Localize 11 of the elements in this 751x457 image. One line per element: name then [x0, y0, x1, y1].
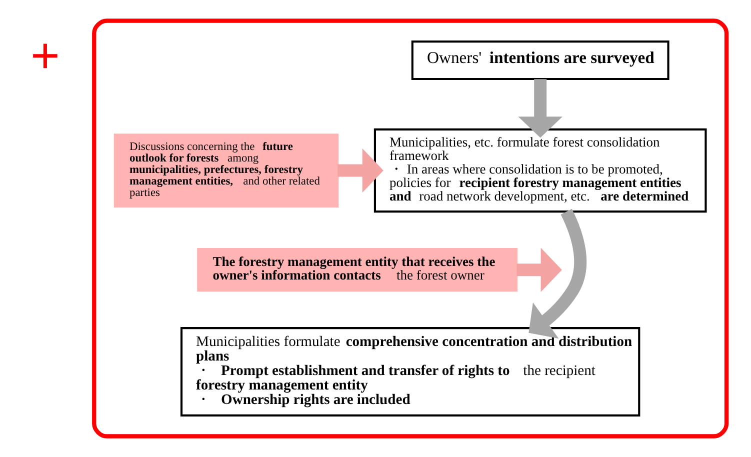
node-box: Municipalities, etc. formulate forest consolidation framework ・ In areas where consolidation is to be promoted, policies for recipient forestry management entities and road network development, etc. are determined — [373, 128, 706, 213]
arrow — [337, 148, 383, 193]
node-box: Municipalities formulate comprehensive concentration and distribution plans ・ Prompt establishment and transfer of rights to the recipient forestry management entity ・ Ownership rights are included — [180, 327, 640, 416]
node-box: Discussions concerning the future outlook for forests among municipalities, prefectures, forestry management entities, and other related parties — [113, 134, 338, 208]
arrow — [528, 208, 586, 339]
arrow — [516, 248, 562, 292]
node-box: Owners' intentions are surveyed — [410, 40, 669, 80]
arrow — [518, 79, 562, 138]
cluster — [92, 18, 728, 438]
node-box: The forestry management entity that receives the owner's information contacts the forest owner — [196, 248, 517, 292]
label: + — [30, 28, 60, 84]
